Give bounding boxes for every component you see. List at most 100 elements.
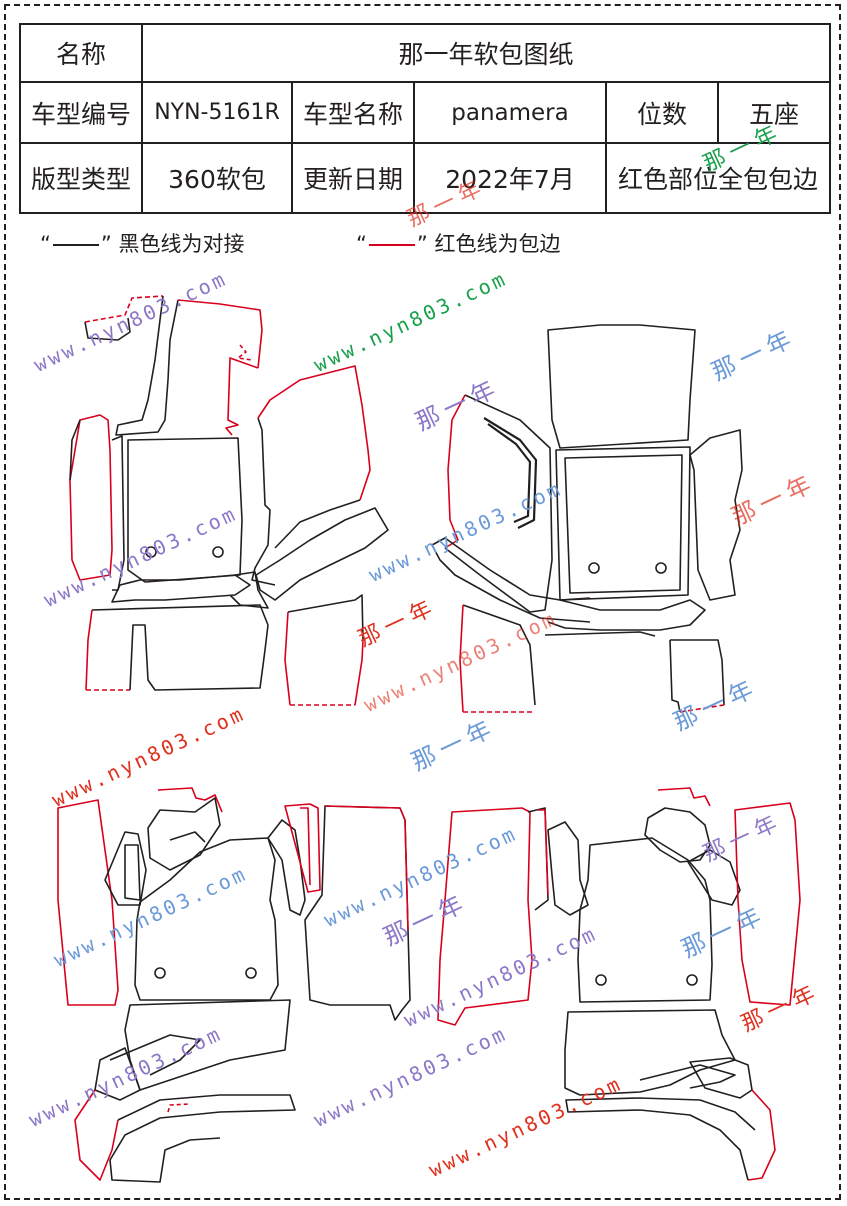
pattern-group-bottom-right xyxy=(437,787,801,1181)
pattern-piece xyxy=(274,499,361,549)
pattern-piece xyxy=(547,821,589,916)
pattern-piece xyxy=(69,414,113,581)
update-date: 2022年7月 xyxy=(413,142,607,214)
dashed-page-border xyxy=(4,4,841,1200)
pattern-piece xyxy=(324,805,409,931)
pattern-piece xyxy=(431,537,591,601)
pattern-piece xyxy=(109,1034,201,1076)
model-name: panamera xyxy=(413,81,607,144)
pattern-piece xyxy=(300,807,311,886)
legend-black-close-quote: ” xyxy=(100,232,112,256)
pattern-piece xyxy=(284,803,321,893)
pattern-piece xyxy=(134,837,279,1001)
pattern-piece xyxy=(669,639,681,713)
pattern-piece xyxy=(555,446,691,601)
pattern-hole xyxy=(595,974,607,986)
pattern-piece xyxy=(177,299,263,369)
edge-note: 红色部位全包包边 xyxy=(604,142,832,214)
pattern-piece xyxy=(483,417,538,529)
red-line-sample xyxy=(368,244,415,246)
pattern-piece xyxy=(69,419,81,481)
pattern-piece xyxy=(85,609,93,691)
pattern-piece xyxy=(115,295,179,436)
pattern-piece xyxy=(57,799,119,1006)
label-model-name: 车型名称 xyxy=(291,81,415,144)
pattern-piece xyxy=(689,429,743,601)
pattern-piece xyxy=(169,831,206,843)
pattern-piece xyxy=(84,295,164,323)
pattern-piece xyxy=(129,624,269,691)
pattern-piece xyxy=(670,639,725,706)
legend-black-open-quote: “ xyxy=(40,232,51,256)
pattern-hole xyxy=(686,974,698,986)
pattern-piece xyxy=(547,324,696,449)
pattern-piece xyxy=(167,1103,191,1113)
legend-red-open-quote: “ xyxy=(356,232,367,256)
pattern-piece xyxy=(104,831,147,906)
black-line-sample xyxy=(52,244,99,246)
label-pattern-type: 版型类型 xyxy=(19,142,143,214)
label-name: 名称 xyxy=(19,23,143,83)
pattern-piece xyxy=(94,1047,141,1101)
pattern-piece xyxy=(287,594,364,641)
pattern-piece xyxy=(109,1094,296,1183)
pattern-piece xyxy=(267,819,306,916)
label-seats: 位数 xyxy=(605,81,719,144)
pattern-piece xyxy=(124,999,291,1091)
pattern-piece xyxy=(157,787,223,813)
pattern-group-bottom-left xyxy=(57,787,411,1183)
pattern-piece xyxy=(444,394,553,613)
seats-value: 五座 xyxy=(716,81,832,144)
pattern-piece xyxy=(565,1097,756,1181)
model-code: NYN-5161R xyxy=(141,81,293,144)
pattern-piece xyxy=(84,317,131,341)
pattern-piece xyxy=(564,454,683,594)
pattern-piece xyxy=(354,639,364,706)
spec-table: 名称 那一年软包图纸 车型编号 NYN-5161R 车型名称 panamera … xyxy=(19,23,832,214)
pattern-hole xyxy=(245,967,257,979)
label-model-code: 车型编号 xyxy=(19,81,143,144)
pattern-piece xyxy=(255,507,389,601)
pattern-piece xyxy=(639,1064,736,1089)
pattern-piece xyxy=(687,849,741,906)
pattern-piece xyxy=(564,1009,736,1096)
pattern-piece xyxy=(734,802,801,1006)
pattern-group-top-right xyxy=(431,324,743,713)
pattern-piece xyxy=(657,787,711,807)
pattern-piece xyxy=(284,611,291,706)
pattern-piece xyxy=(111,574,251,603)
pattern-piece xyxy=(462,604,536,706)
legend-red-close-quote: ” xyxy=(416,232,428,256)
pattern-piece xyxy=(459,604,464,713)
pattern-group-top-left xyxy=(69,295,389,706)
pattern-piece xyxy=(229,571,269,609)
pattern-hole xyxy=(588,562,600,574)
pattern-piece xyxy=(444,394,466,549)
pattern-piece xyxy=(111,435,125,591)
pattern-piece xyxy=(547,599,706,631)
pattern-piece xyxy=(747,1089,776,1181)
pattern-type: 360软包 xyxy=(141,142,293,214)
pattern-piece xyxy=(251,417,276,586)
pattern-piece xyxy=(237,344,253,361)
pattern-piece xyxy=(147,797,221,871)
pattern-piece xyxy=(538,809,549,896)
legend-black-text: 黑色线为对接 xyxy=(118,232,245,256)
drawing-title: 那一年软包图纸 xyxy=(140,23,832,83)
pattern-hole xyxy=(154,967,166,979)
pattern-piece xyxy=(91,604,269,626)
legend-red-text: 红色线为包边 xyxy=(434,232,561,256)
pattern-piece xyxy=(431,544,591,623)
pattern-piece xyxy=(124,844,141,901)
pattern-piece xyxy=(257,365,371,501)
legend-black: “ ” 黑色线为对接 xyxy=(40,230,244,258)
pattern-piece xyxy=(544,631,656,637)
pattern-hole xyxy=(655,562,667,574)
pattern-piece xyxy=(487,423,532,524)
pattern-hole xyxy=(145,546,157,558)
pattern-piece xyxy=(577,837,713,1003)
pattern-hole xyxy=(212,546,224,558)
pattern-piece xyxy=(225,357,259,436)
label-update-date: 更新日期 xyxy=(291,142,415,214)
